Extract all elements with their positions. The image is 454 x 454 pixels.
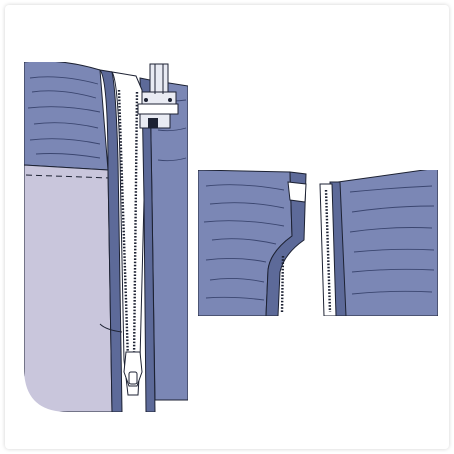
right-panel-zipper-tape-left	[288, 182, 306, 202]
zipper-pull	[124, 352, 142, 386]
left-panel	[24, 61, 188, 412]
lining-panel	[24, 165, 112, 412]
right-panel	[198, 168, 438, 316]
